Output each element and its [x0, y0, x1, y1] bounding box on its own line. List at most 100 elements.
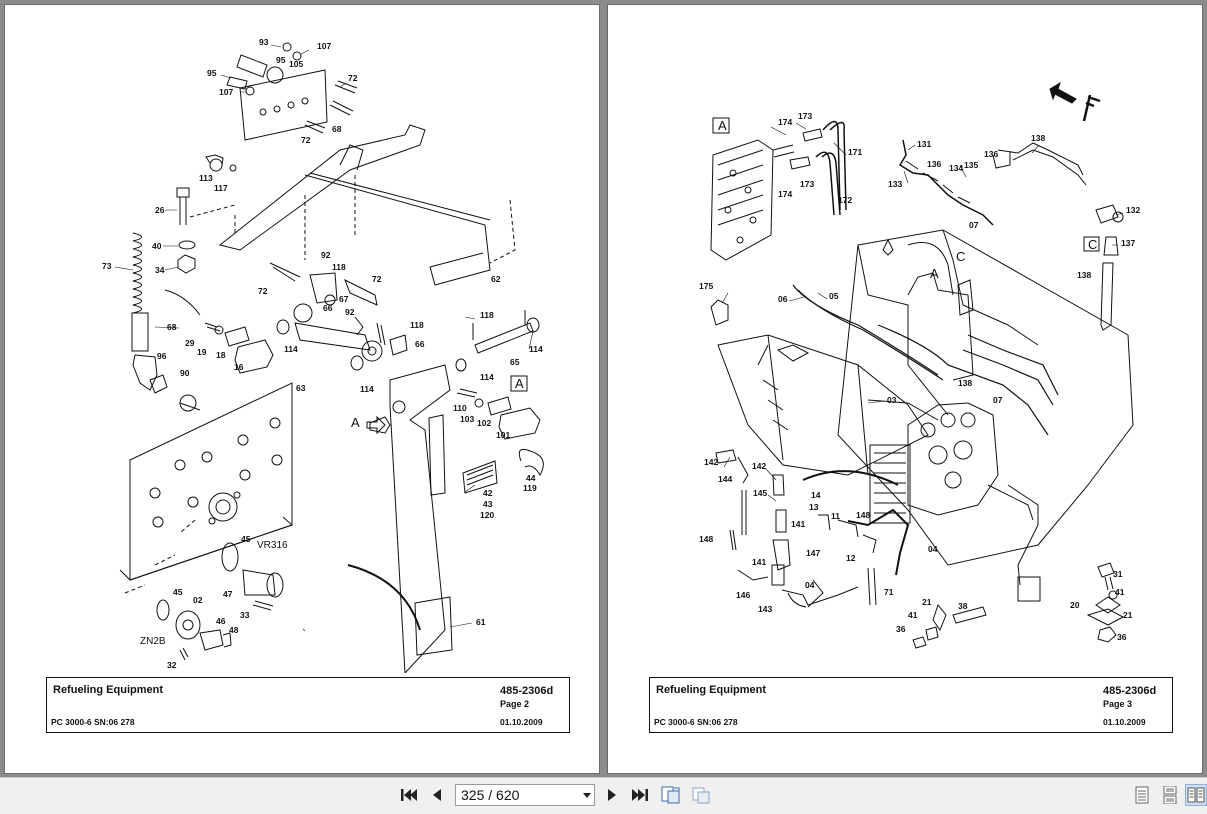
svg-text:C: C: [956, 249, 965, 264]
page-label: Page 3: [1103, 699, 1133, 709]
document-number: 485-2306d: [1103, 685, 1157, 697]
svg-text:04: 04: [805, 580, 815, 590]
svg-text:A: A: [718, 118, 727, 133]
svg-text:31: 31: [1113, 569, 1123, 579]
svg-text:20: 20: [1070, 600, 1080, 610]
svg-text:26: 26: [155, 205, 165, 215]
next-page-icon[interactable]: [601, 784, 623, 806]
single-page-view-icon[interactable]: [1131, 784, 1153, 806]
svg-text:146: 146: [736, 590, 750, 600]
svg-text:45: 45: [173, 587, 183, 597]
page-number-select[interactable]: 325 / 620: [455, 784, 595, 806]
svg-text:68: 68: [332, 124, 342, 134]
last-page-icon[interactable]: [629, 784, 651, 806]
page-indicator: 325 / 620: [461, 787, 520, 803]
svg-text:03: 03: [887, 395, 897, 405]
svg-text:134: 134: [949, 163, 963, 173]
svg-text:C: C: [1088, 237, 1097, 252]
svg-text:171: 171: [848, 147, 862, 157]
svg-text:18: 18: [216, 350, 226, 360]
svg-text:16: 16: [234, 362, 244, 372]
svg-text:148: 148: [856, 510, 870, 520]
svg-text:133: 133: [888, 179, 902, 189]
svg-text:71: 71: [884, 587, 894, 597]
facing-pages-view-icon[interactable]: [1185, 784, 1207, 806]
svg-text:34: 34: [155, 265, 165, 275]
svg-text:36: 36: [1117, 632, 1127, 642]
svg-text:174: 174: [778, 189, 792, 199]
svg-text:118: 118: [332, 262, 346, 272]
title-block: Refueling Equipment PC 3000-6 SN:06 278 …: [46, 677, 570, 733]
svg-text:A: A: [351, 415, 360, 430]
svg-text:36: 36: [896, 624, 906, 634]
svg-text:A: A: [930, 266, 939, 281]
svg-text:95: 95: [276, 55, 286, 65]
svg-text:61: 61: [476, 617, 486, 627]
svg-text:102: 102: [477, 418, 491, 428]
svg-text:143: 143: [758, 604, 772, 614]
svg-text:38: 38: [958, 601, 968, 611]
svg-text:41: 41: [908, 610, 918, 620]
svg-text:48: 48: [229, 625, 239, 635]
svg-text:65: 65: [510, 357, 520, 367]
svg-text:93: 93: [259, 37, 269, 47]
first-page-icon[interactable]: [398, 784, 420, 806]
svg-text:33: 33: [240, 610, 250, 620]
svg-text:19: 19: [197, 347, 207, 357]
svg-text:119: 119: [523, 483, 537, 493]
svg-text:114: 114: [529, 344, 543, 354]
svg-text:96: 96: [157, 351, 167, 361]
svg-text:VR316: VR316: [257, 540, 288, 551]
svg-text:117: 117: [214, 183, 228, 193]
svg-text:132: 132: [1126, 205, 1140, 215]
svg-text:173: 173: [798, 111, 812, 121]
svg-text:ZN2B: ZN2B: [140, 636, 166, 647]
prev-page-icon[interactable]: [426, 784, 448, 806]
svg-text:05: 05: [829, 291, 839, 301]
title-block: Refueling Equipment PC 3000-6 SN:06 278 …: [649, 677, 1173, 733]
svg-text:105: 105: [289, 59, 303, 69]
svg-text:173: 173: [800, 179, 814, 189]
svg-text:43: 43: [483, 499, 493, 509]
svg-text:67: 67: [339, 294, 349, 304]
document-date: 01.10.2009: [500, 717, 543, 727]
svg-text:107: 107: [317, 41, 331, 51]
svg-text:44: 44: [526, 473, 536, 483]
svg-text:145: 145: [753, 488, 767, 498]
machine-model: PC 3000-6 SN:06 278: [654, 717, 738, 727]
svg-text:14: 14: [811, 490, 821, 500]
continuous-view-icon[interactable]: [1159, 784, 1181, 806]
svg-text:04: 04: [928, 544, 938, 554]
svg-text:02: 02: [193, 595, 203, 605]
svg-text:114: 114: [360, 384, 374, 394]
svg-text:40: 40: [152, 241, 162, 251]
viewer-toolbar: 325 / 620: [0, 777, 1207, 814]
svg-text:144: 144: [718, 474, 732, 484]
page-label: Page 2: [500, 699, 530, 709]
svg-text:72: 72: [301, 135, 311, 145]
rotate-ccw-icon[interactable]: [660, 784, 682, 806]
svg-text:147: 147: [806, 548, 820, 558]
svg-text:148: 148: [699, 534, 713, 544]
svg-text:136: 136: [984, 149, 998, 159]
svg-text:175: 175: [699, 281, 713, 291]
svg-text:135: 135: [964, 160, 978, 170]
svg-text:13: 13: [809, 502, 819, 512]
svg-text:101: 101: [496, 430, 510, 440]
svg-text:107: 107: [219, 87, 233, 97]
svg-text:45: 45: [241, 534, 251, 544]
svg-text:73: 73: [102, 261, 112, 271]
svg-text:92: 92: [345, 307, 355, 317]
svg-text:12: 12: [846, 553, 856, 563]
machine-model: PC 3000-6 SN:06 278: [51, 717, 135, 727]
svg-text:66: 66: [323, 303, 333, 313]
svg-text:131: 131: [917, 139, 931, 149]
svg-text:120: 120: [480, 510, 494, 520]
document-date: 01.10.2009: [1103, 717, 1146, 727]
svg-text:72: 72: [258, 286, 268, 296]
svg-text:07: 07: [993, 395, 1003, 405]
svg-text:41: 41: [1115, 587, 1125, 597]
rotate-cw-icon[interactable]: [690, 784, 712, 806]
